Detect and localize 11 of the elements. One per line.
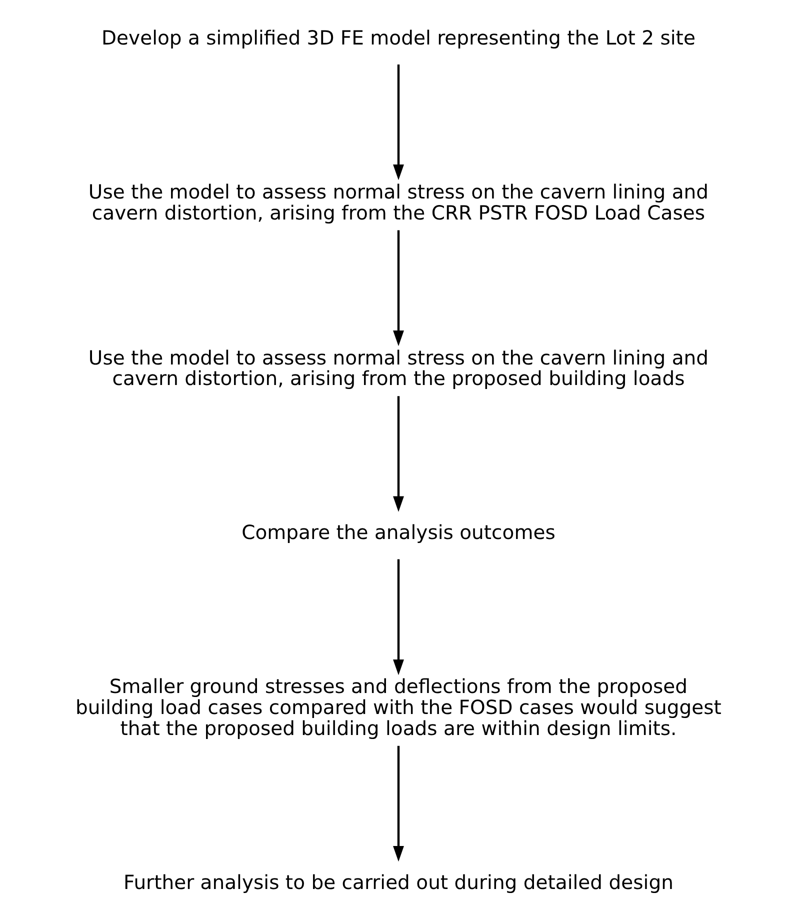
arrow [392,230,404,346]
node-text: Develop a simplified 3D FE model representing the Lot 2 site [101,26,695,50]
arrow [392,396,404,512]
node-text: Further analysis to be carried out during detailed design [123,870,673,894]
node-text: Use the model to assess normal stress on the cavern lining and cavern distortion, arising from the CRR PSTR FOSD Load Cases [88,180,708,224]
arrow [392,746,404,862]
arrow [392,64,404,180]
node-text: Smaller ground stresses and deflections from the proposed building load cases compared with the FOSD cases would suggest that the proposed building loads are within design limits. [75,675,721,740]
node-text: Compare the analysis outcomes [241,521,555,544]
node-text: Use the model to assess normal stress on the cavern lining and cavern distortion, arising from the proposed building loads [88,346,708,390]
arrow [392,559,404,676]
